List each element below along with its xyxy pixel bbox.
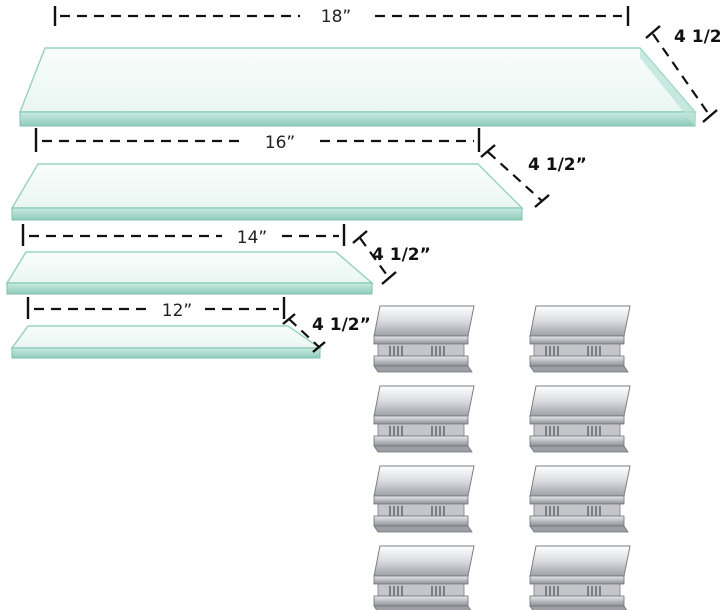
dimension-length-12: 12” xyxy=(26,297,286,321)
length-label: 18” xyxy=(321,7,351,27)
depth-label: 4 1/2” xyxy=(528,155,587,175)
glass-shelf-edge xyxy=(11,347,321,359)
glass-shelf-top xyxy=(10,325,323,349)
glass-shelf-top xyxy=(10,163,524,209)
glass-shelf-edge xyxy=(6,282,373,295)
depth-label: 4 1/2” xyxy=(372,245,431,265)
length-label: 12” xyxy=(162,301,192,321)
shelf-clamp xyxy=(529,305,631,373)
shelf-clamp xyxy=(373,465,475,533)
length-label: 14” xyxy=(237,228,267,248)
glass-shelf-top xyxy=(18,47,697,113)
dimension-length-16: 16” xyxy=(34,128,481,153)
shelf-clamp xyxy=(529,465,631,533)
shelf-12-inch xyxy=(10,325,323,359)
dimension-depth-14: 4 1/2” xyxy=(352,230,431,285)
dimension-depth-12: 4 1/2” xyxy=(282,313,371,353)
depth-label: 4 1/2” xyxy=(674,27,720,47)
glass-shelf-edge xyxy=(19,111,696,127)
shelf-clamp xyxy=(373,385,475,453)
shelf-clamp xyxy=(373,305,475,373)
shelf-14-inch xyxy=(5,251,375,295)
dimension-length-14: 14” xyxy=(21,224,346,248)
length-label: 16” xyxy=(265,133,295,153)
shelf-clamp xyxy=(529,385,631,453)
dimension-length-18: 18” xyxy=(53,6,630,27)
dimension-depth-18: 4 1/2” xyxy=(645,25,720,123)
shelf-16-inch xyxy=(10,163,524,221)
shelf-clamp xyxy=(373,545,475,610)
glass-shelf-top xyxy=(5,251,375,284)
glass-shelf-edge xyxy=(11,207,523,221)
shelf-clamp xyxy=(529,545,631,610)
dimension-depth-16: 4 1/2” xyxy=(480,144,587,208)
shelf-18-inch xyxy=(18,47,697,127)
glass-shelf-side xyxy=(640,48,695,126)
clamp-set xyxy=(373,305,631,610)
depth-label: 4 1/2” xyxy=(312,315,371,335)
